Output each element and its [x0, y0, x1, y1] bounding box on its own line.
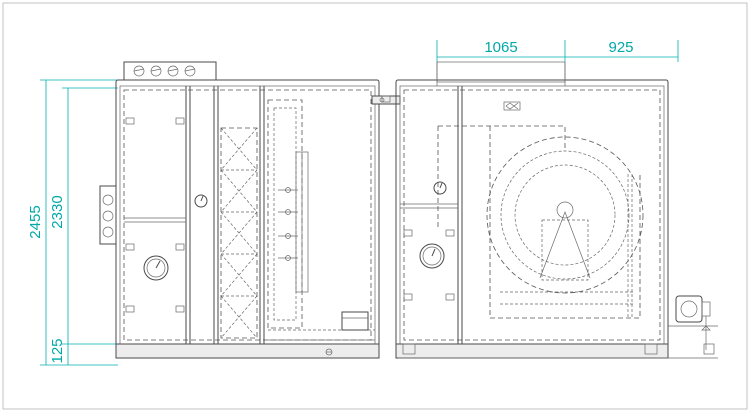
right-unit: [381, 61, 669, 359]
dimension-top: 1065 925: [436, 39, 679, 62]
small-gauge-icon-right: [433, 181, 447, 195]
side-damper: [99, 185, 117, 245]
vibration-mounts: [398, 343, 668, 359]
dimension-label-total-height: 2455: [27, 205, 44, 238]
small-gauge-icon: [194, 194, 208, 208]
gauge-icon-right: [419, 243, 445, 269]
dimension-label-base-height: 125: [49, 338, 66, 363]
base-rail-left: [115, 343, 380, 359]
door-latches-right: [381, 95, 455, 301]
drain-pan: [268, 311, 375, 356]
top-damper: [123, 61, 217, 81]
gauge-icon: [143, 255, 169, 281]
coil-section: [267, 99, 375, 331]
dimension-label-casing-height: 2330: [49, 195, 66, 228]
dimension-left: 2455 2330 125: [27, 79, 118, 366]
fan-wheel-icon: [437, 125, 644, 319]
dimension-label-width-right: 925: [608, 39, 633, 56]
filter-section: [220, 127, 258, 339]
door-latches-left: [125, 117, 185, 313]
left-unit: [99, 61, 401, 359]
top-outlet: [436, 61, 566, 83]
base-rail-right: [395, 343, 669, 359]
dimension-label-width-left: 1065: [484, 39, 517, 56]
motor-icon: [668, 295, 718, 359]
